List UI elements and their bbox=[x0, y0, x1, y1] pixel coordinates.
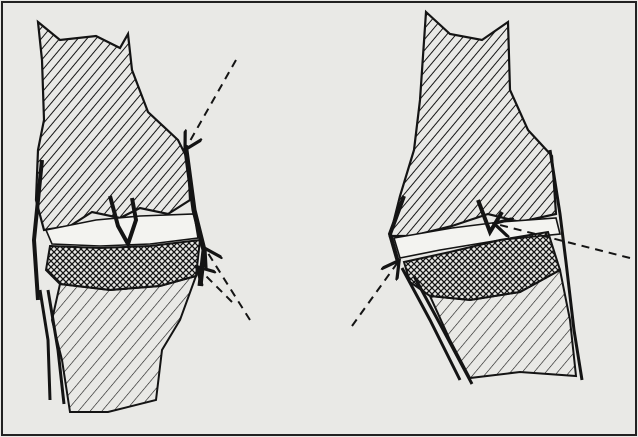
knee-joint-illustration bbox=[0, 0, 638, 437]
